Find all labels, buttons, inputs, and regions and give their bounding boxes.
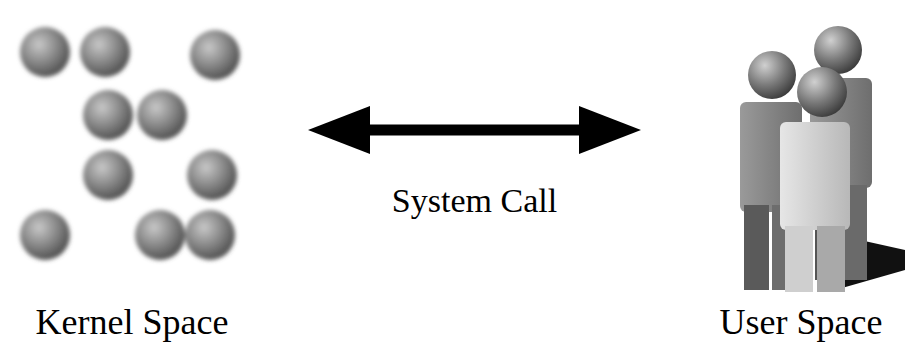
kernel-icon (20, 27, 240, 260)
edge-label: System Call (389, 182, 560, 219)
icon-node: User Space (693, 20, 909, 345)
arrow-head (579, 106, 641, 154)
double-arrow (308, 106, 641, 154)
arrow-shaft (358, 125, 591, 136)
arrow-head (308, 106, 370, 154)
users-icon (740, 26, 905, 292)
space-label: User Space (693, 303, 909, 343)
icon-node: Kernel Space (8, 18, 256, 345)
space-label: Kernel Space (8, 303, 256, 343)
